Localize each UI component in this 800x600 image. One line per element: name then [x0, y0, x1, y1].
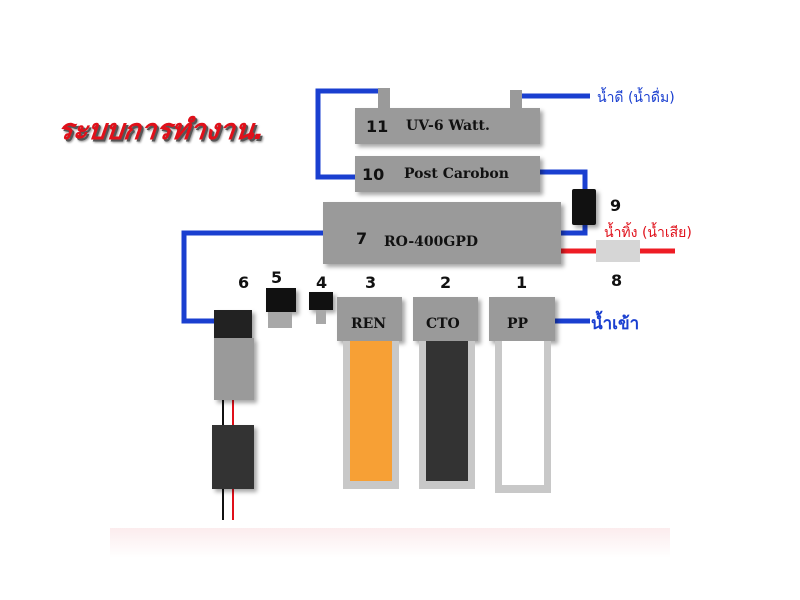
stage-2-label: CTO	[426, 316, 460, 332]
stage-7-number: 7	[356, 229, 368, 248]
uv-inlet-connector	[378, 88, 390, 110]
stage-3-label: REN	[351, 316, 387, 332]
post-carbon-housing	[355, 156, 540, 192]
ren-filter-cap	[337, 297, 402, 341]
waste-label: น้ำทิ้ง (น้ำเสีย)	[604, 225, 692, 241]
solenoid-body	[268, 312, 292, 328]
pressure-switch-body	[316, 310, 326, 324]
pipe-post-carbon-to-uv	[315, 88, 383, 180]
stage-10-label: Post Carobon	[404, 166, 509, 182]
stage-11-label: UV-6 Watt.	[406, 118, 490, 134]
pump-head	[214, 310, 252, 338]
watermark	[110, 528, 670, 558]
pressure-switch	[309, 292, 333, 310]
ren-cartridge	[350, 341, 392, 481]
stage-10-number: 10	[362, 165, 385, 184]
pp-cartridge	[502, 341, 544, 485]
stage-5-number: 5	[271, 268, 283, 287]
stage-9-number: 9	[610, 196, 622, 215]
pp-filter-cap	[489, 297, 555, 341]
stage-11-number: 11	[366, 117, 389, 136]
stage-1-label: PP	[507, 316, 529, 332]
stage-7-label: RO-400GPD	[384, 234, 479, 250]
stage-1-number: 1	[516, 273, 528, 292]
uv-lamp-housing	[355, 108, 540, 144]
outlet-label: น้ำดี (น้ำดื่ม)	[597, 90, 675, 106]
cto-cartridge	[426, 341, 468, 481]
ro-membrane-housing	[323, 202, 561, 264]
pump-transformer	[212, 425, 254, 489]
flow-restrictor	[596, 240, 640, 262]
cto-filter-cap	[413, 297, 478, 341]
stage-3-number: 3	[365, 273, 377, 292]
inlet-label: น้ำเข้า	[591, 314, 640, 334]
stage-4-number: 4	[316, 273, 328, 292]
stage-8-number: 8	[611, 271, 623, 290]
stage-2-number: 2	[440, 273, 452, 292]
page-title: ระบบการทำงาน.	[56, 113, 267, 146]
pipe-to-ro	[181, 230, 323, 324]
uv-outlet-connector	[510, 90, 522, 110]
stage-6-number: 6	[238, 273, 250, 292]
pump-body	[214, 338, 254, 400]
solenoid-coil	[266, 288, 296, 312]
check-valve	[572, 189, 596, 225]
